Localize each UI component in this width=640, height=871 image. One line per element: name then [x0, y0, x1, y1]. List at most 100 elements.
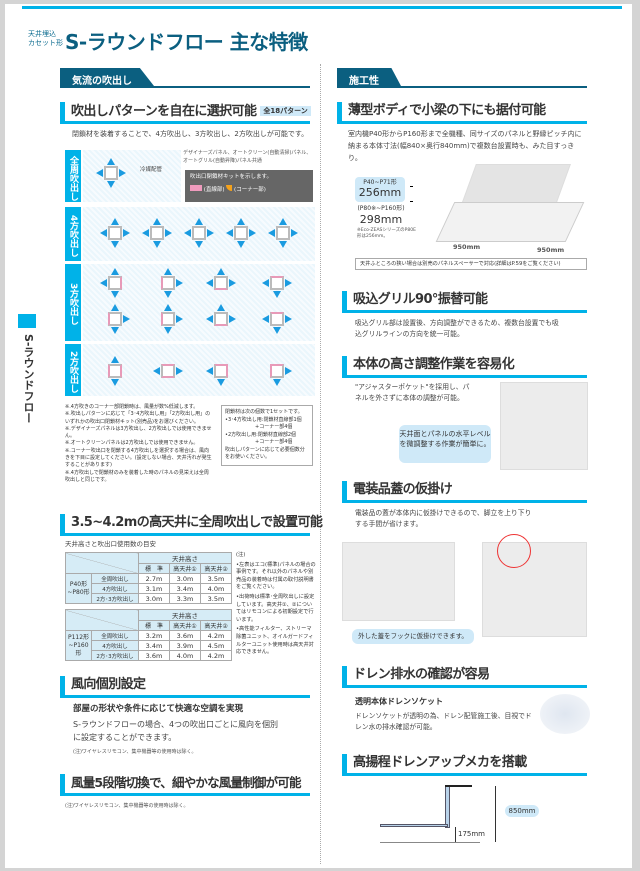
unit-panel [270, 364, 284, 378]
value-cell: 3.5m [199, 573, 233, 584]
airflow-arrow-icon [123, 315, 130, 323]
pattern-label-all: 全周吹出し [65, 150, 81, 202]
pump-low-dimension: 175mm [458, 830, 485, 838]
unit-panel [276, 226, 290, 240]
dim1-value: 256mm [358, 186, 402, 199]
airflow-arrow-icon [119, 169, 126, 177]
airflow-arrow-icon [206, 279, 213, 287]
kit-line: •3･4方吹出し用:閉鎖材直線部1個 [225, 416, 302, 423]
heading-pump: 高揚程ドレンアップメカを搭載 [342, 754, 587, 776]
note-item: ※.コーナー吹出口を閉鎖する4方吹出しを選択する場合は、風向きを下目に設定してく… [65, 447, 212, 469]
airflow-arrow-icon [279, 241, 287, 248]
refrigerant-pipe-label: 冷媒配管 [140, 167, 163, 173]
unit-panel [270, 276, 284, 290]
grill-description: 吸込グリル部は設置後、方向調整ができるため、複数台設置でも吸込グリルラインの方向… [355, 319, 559, 338]
value-cell: 3.0m [138, 593, 170, 604]
unit-panel [108, 364, 122, 378]
kit-box: 閉鎖材は次の個数で1セットです。•3･4方吹出し用:閉鎖材直線部1個+コーナー部… [221, 405, 313, 466]
airflow-arrow-icon [107, 158, 115, 165]
column-header: 高天井② [199, 563, 233, 574]
note-item: ※.4方吹出しで閉鎖材のみを装着した時のパネルの見栄えは全周吹出しと同じです。 [65, 469, 209, 483]
unit-3way [100, 268, 130, 298]
table-header: 天井高さ [137, 552, 233, 564]
airflow-arrow-icon [249, 229, 256, 237]
dim-badge-298: (P80※~P160形)298mm [351, 205, 411, 226]
section-installation: 施工性 [337, 68, 587, 88]
mode-cell: 4方吹出し [91, 640, 139, 651]
unit-4way [142, 218, 172, 248]
top-rule [22, 6, 622, 9]
table-note: (注) [236, 552, 246, 558]
airflow-arrow-icon [142, 229, 149, 237]
airflow-arrow-icon [164, 327, 172, 334]
heading-pattern: 吹出しパターンを自在に選択可能全18パターン [60, 102, 311, 124]
width-dimension-1: 950mm [453, 243, 481, 251]
note-item: ※.吹出しパターンに応じて「3･4方吹出し用」「2方吹出し用」のいずれかの吹出口… [65, 411, 211, 425]
unit-panel [214, 276, 228, 290]
unit-panel [108, 226, 122, 240]
unit-3way [153, 268, 183, 298]
heading-ceiling: 3.5~4.2mの高天井に全周吹出しで設置可能 [60, 514, 323, 536]
unit-4way [184, 218, 214, 248]
unit-3way [100, 304, 130, 334]
cover-description: 電装品の蓋が本体内に仮掛けできるので、脚立を上り下りする手間が省けます。 [355, 509, 532, 528]
unit-4way [268, 218, 298, 248]
drain-pipe-vertical [445, 786, 450, 828]
legend-straight: (直線部) [203, 187, 225, 193]
column-header: 標 準 [138, 620, 170, 631]
heading-thin: 薄型ボディで小梁の下にも据付可能 [337, 102, 587, 124]
legend-title: 吹出口閉鎖材キットを示します。 [190, 174, 272, 180]
airflow-arrow-icon [100, 279, 107, 287]
airflow-arrow-icon [111, 327, 119, 334]
legend-box: 吹出口閉鎖材キットを示します。 (直線部) (コーナー部) [185, 170, 313, 202]
panel-illustration [435, 202, 585, 242]
airflow-arrow-icon [217, 304, 225, 311]
cover-bubble: 外した蓋をフックに仮掛けできます。 [352, 629, 474, 644]
dim2-value: 298mm [359, 213, 403, 226]
model-cell: P112形~P160形 [65, 630, 92, 661]
airflow-note: (注)ワイヤレスリモコン、集中機器等の使用時は除く。 [65, 803, 189, 809]
direction-note: (注)ワイヤレスリモコン、集中機器等の使用時は除く。 [73, 749, 197, 755]
unit-panel [161, 276, 175, 290]
side-tab-label: S-ラウンドフロー [22, 334, 35, 424]
unit-2way [206, 356, 236, 386]
airflow-arrow-icon [262, 279, 269, 287]
airflow-arrow-icon [111, 304, 119, 311]
unit-3way [153, 304, 183, 334]
note-item: ※.オートクリーンパネルは2方吹出しでは使用できません。 [65, 440, 199, 447]
airflow-arrow-icon [111, 268, 119, 275]
unit-2way [100, 356, 130, 386]
note-item: ※.デザイナーズパネルは3方吹出し、2方吹出しでは使用できません。 [65, 425, 212, 440]
airflow-arrow-icon [164, 304, 172, 311]
airflow-arrow-icon [226, 229, 233, 237]
table-title: 天井高さと吹出口使用数の目安 [65, 540, 156, 548]
value-cell: 3.3m [169, 593, 201, 604]
value-cell: 3.0m [169, 573, 201, 584]
unit-2way [262, 356, 292, 386]
airflow-arrow-icon [164, 268, 172, 275]
airflow-arrow-icon [195, 218, 203, 225]
value-cell: 4.0m [169, 650, 201, 661]
column-header: 高天井① [169, 620, 201, 631]
mode-cell: 2方･3方吹出し [91, 593, 139, 604]
unit-panel [192, 226, 206, 240]
airflow-arrow-icon [217, 268, 225, 275]
airflow-arrow-icon [206, 367, 213, 375]
table-note: •出荷時は標準･全周吹出しに設定しています。高天井①、②についてはリモコンによる… [236, 593, 315, 623]
ceiling-line [380, 842, 480, 843]
column-divider [320, 64, 321, 864]
value-cell: 4.2m [199, 630, 233, 641]
width-dimension-2: 950mm [537, 246, 565, 254]
airflow-arrow-icon [285, 315, 292, 323]
unit-panel [214, 364, 228, 378]
heading-airflow-volume: 風量5段階切換で、細やかな風量制御が可能 [60, 774, 310, 796]
airflow-arrow-icon [217, 379, 225, 386]
drain-description: ドレンソケットが透明の為、ドレン配管施工後、目視でドレン水の排水確認が可能。 [355, 712, 532, 731]
airflow-arrow-icon [111, 379, 119, 386]
drain-pipe-top [445, 785, 472, 787]
airflow-arrow-icon [96, 169, 103, 177]
airflow-arrow-icon [273, 291, 281, 298]
airflow-arrow-icon [237, 241, 245, 248]
